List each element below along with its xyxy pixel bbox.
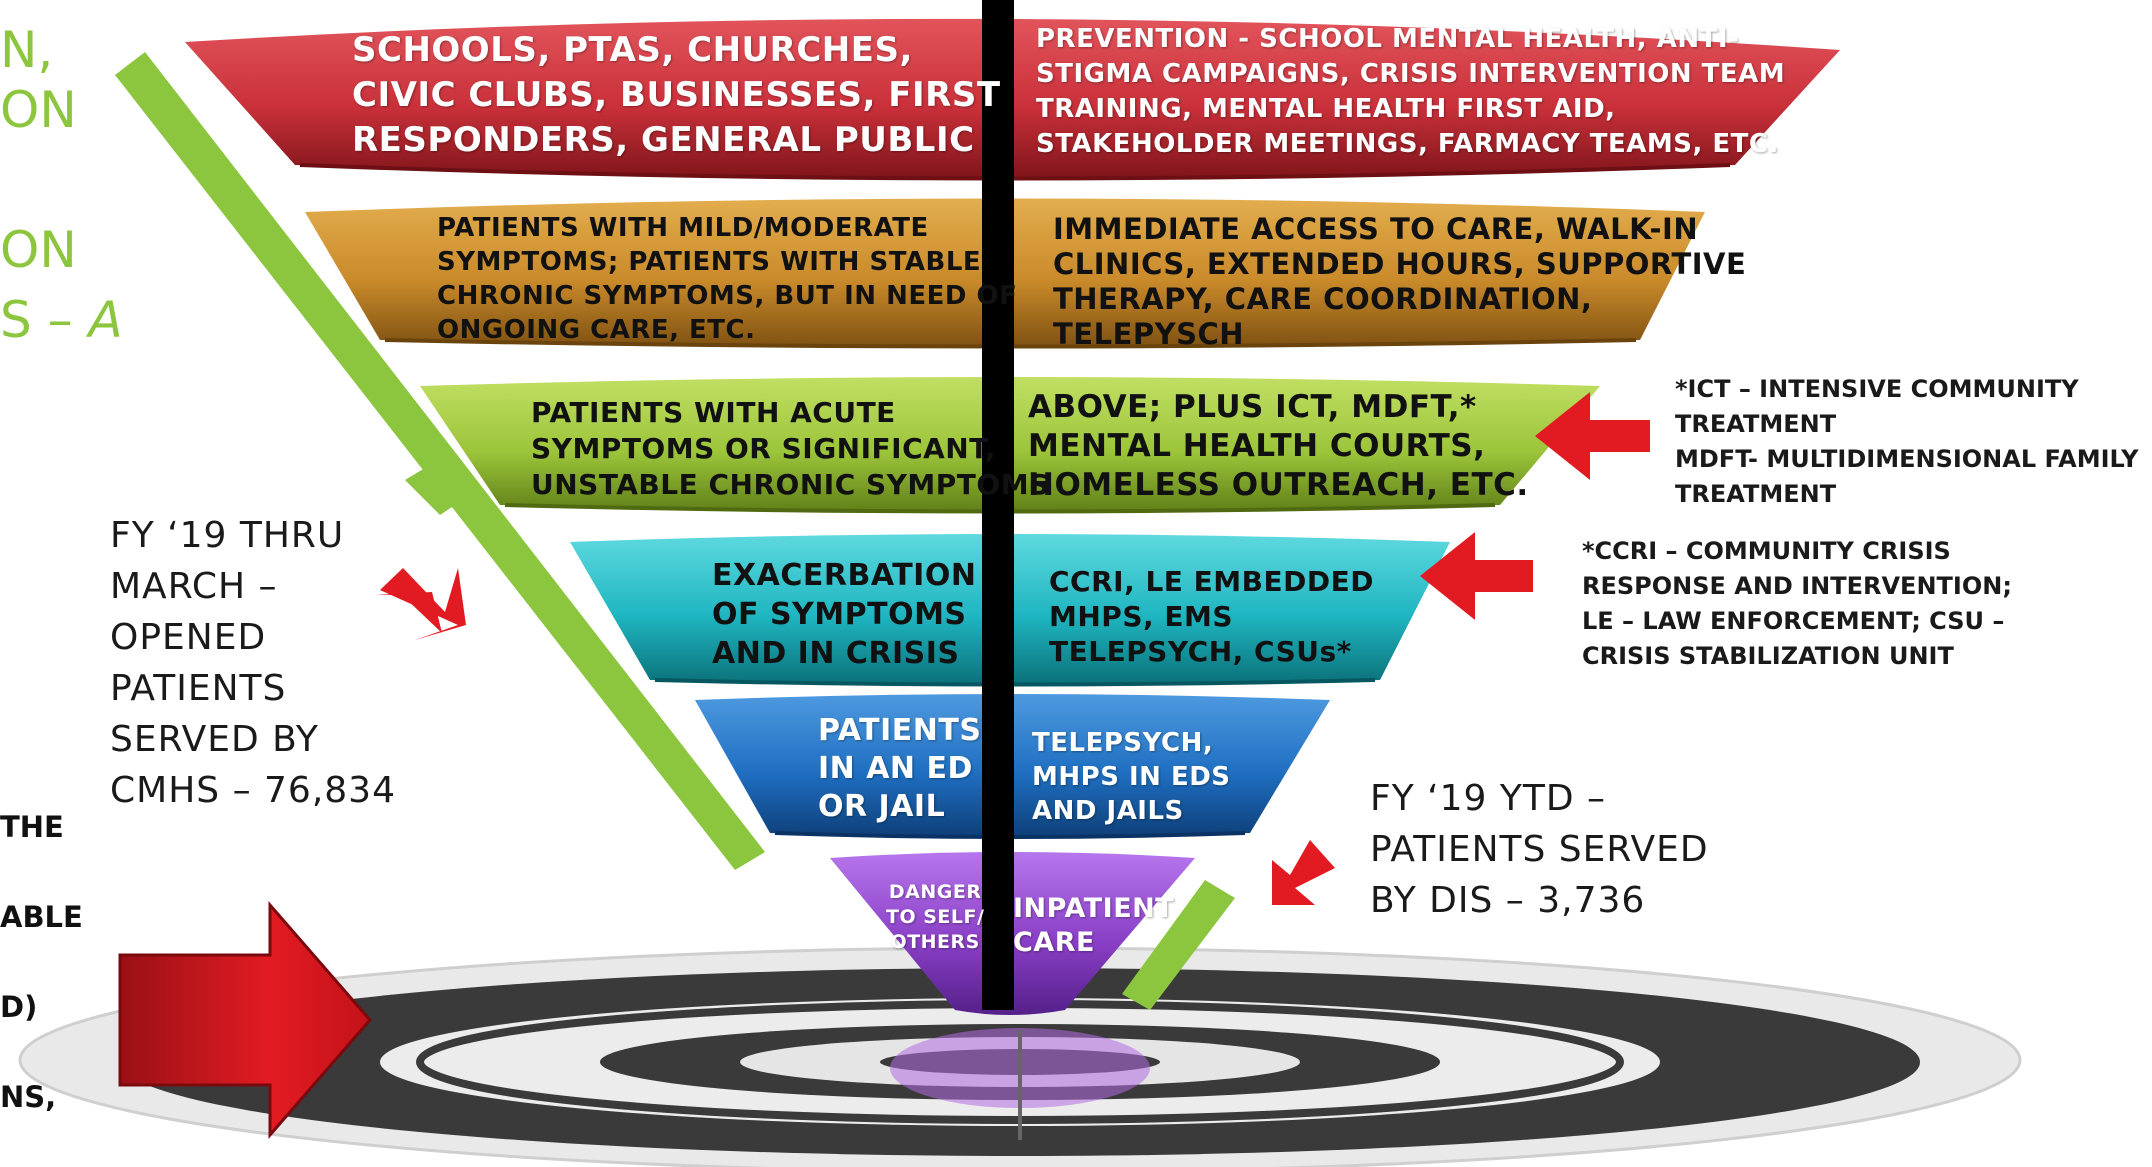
red-arrow-cmhs [375, 568, 466, 640]
green-tick-left [405, 468, 455, 515]
legend-ccri-le-csu: *CCRI – COMMUNITY CRISIS RESPONSE AND IN… [1582, 537, 2012, 670]
cut-text-green-4-italic: A [88, 291, 123, 349]
legend-ict-mdft: *ICT – INTENSIVE COMMUNITY TREATMENT MDF… [1675, 375, 2139, 508]
tier-1-services: PREVENTION - SCHOOL MENTAL HEALTH, ANTI-… [1036, 24, 1786, 159]
cut-text-green-3: ON [0, 221, 77, 279]
green-slash-right [1122, 880, 1235, 1010]
tier-5-services: TELEPSYCH, MHPS IN EDS AND JAILS [1032, 728, 1231, 826]
tier-3-audience: PATIENTS WITH ACUTE SYMPTOMS OR SIGNIFIC… [531, 396, 1050, 501]
green-slash-left [115, 52, 765, 870]
tier-2-services: IMMEDIATE ACCESS TO CARE, WALK-IN CLINIC… [1053, 212, 1747, 351]
red-arrow-dis [1272, 840, 1335, 905]
cut-text-green-4-prefix: S – [0, 291, 89, 349]
center-divider [982, 0, 1014, 1010]
note-cmhs-patients: FY ‘19 THRU MARCH – OPENED PATIENTS SERV… [110, 515, 396, 811]
tier-5-audience: PATIENTS IN AN ED OR JAIL [818, 713, 982, 824]
cut-text-black-4: NS, [0, 1080, 57, 1114]
big-red-arrow [118, 900, 372, 1140]
red-arrow-tier3 [1535, 392, 1650, 480]
cut-text-black-3: D) [0, 990, 38, 1024]
tier-6-services: INPATIENT CARE [1013, 893, 1175, 958]
red-arrow-tier4 [1420, 532, 1533, 620]
note-dis-patients: FY ‘19 YTD – PATIENTS SERVED BY DIS – 3,… [1370, 778, 1709, 921]
cut-text-green-2: ON [0, 81, 77, 139]
tier-3-services: ABOVE; PLUS ICT, MDFT,* MENTAL HEALTH CO… [1028, 389, 1529, 503]
cut-text-black-2: ABLE [0, 900, 83, 934]
cut-text-black-1: THE [0, 810, 64, 844]
tier-6-audience: DANGER TO SELF/ OTHERS [886, 881, 985, 953]
tier-4-audience: EXACERBATION OF SYMPTOMS AND IN CRISIS [712, 558, 977, 671]
tier-2-audience: PATIENTS WITH MILD/MODERATE SYMPTOMS; PA… [437, 213, 1018, 345]
cut-text-green-4: S – A [0, 285, 123, 355]
tier-1-audience: SCHOOLS, PTAS, CHURCHES, CIVIC CLUBS, BU… [352, 30, 1001, 160]
target-board [18, 946, 2022, 1167]
cut-text-green-1: N, [0, 21, 54, 79]
tier-4-services: CCRI, LE EMBEDDED MHPS, EMS TELEPSYCH, C… [1049, 565, 1374, 668]
